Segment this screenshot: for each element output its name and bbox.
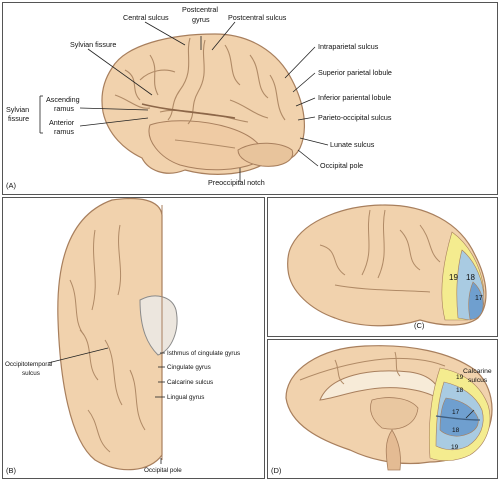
anterior-ramus-label-l1: Anterior xyxy=(49,118,75,127)
area-19-bottom-label-d: 19 xyxy=(451,444,459,451)
panel-a-labels: Central sulcus Postcentral gyrus Postcen… xyxy=(6,5,392,187)
panel-a-brain xyxy=(101,33,305,175)
panel-b-leaders xyxy=(47,347,165,464)
lateral-brain-small xyxy=(287,204,487,327)
inferior-brain-illustration xyxy=(57,197,163,471)
parieto-occipital-sulcus-label: Parieto-occipital sulcus xyxy=(318,113,392,122)
cingulate-gyrus-label: Cingulate gyrus xyxy=(167,364,211,371)
ascending-ramus-label-l1: Ascending xyxy=(46,95,80,104)
central-sulcus-label: Central sulcus xyxy=(123,13,169,22)
panel-c-brain xyxy=(287,204,487,327)
calcarine-sulcus-label-d-l1: Calcarine xyxy=(463,368,492,375)
area-17-label-c: 17 xyxy=(475,295,483,302)
panel-d-tag: (D) xyxy=(271,466,282,475)
panel-c-tag: (C) xyxy=(414,321,425,330)
panel-d-leaders xyxy=(465,409,475,419)
panel-b-labels: Occipitotemporal sulcus Isthmus of cingu… xyxy=(5,350,240,474)
cerebellum-shape xyxy=(237,142,294,167)
area-19-top-label-d: 19 xyxy=(456,374,464,381)
sylvian-fissure-line xyxy=(141,103,236,119)
panel-c-area-labels: 19 18 17 xyxy=(449,273,483,302)
brainstem-medial xyxy=(385,429,401,471)
panel-d-area-labels: 19 18 17 18 19 xyxy=(451,374,464,451)
panel-a-tag: (A) xyxy=(6,181,17,190)
lingual-gyrus-label: Lingual gyrus xyxy=(167,394,204,401)
area-17-lateral xyxy=(468,281,484,320)
panel-b-brain xyxy=(57,197,178,471)
medial-sulci xyxy=(299,351,446,385)
calcarine-sulcus-label-d-l2: sulcus xyxy=(468,377,488,384)
thalamus-region xyxy=(370,397,419,430)
inferior-sulci xyxy=(69,224,146,453)
sylvian-group-label-l2: fissure xyxy=(8,114,29,123)
ascending-ramus-label-l2: ramus xyxy=(54,104,74,113)
panel-a-leaders xyxy=(39,21,329,182)
occipital-pole-label-b: Occipital pole xyxy=(144,467,182,474)
postcentral-gyrus-label-l1: Postcentral xyxy=(182,5,218,14)
area-18-bottom-label-d: 18 xyxy=(452,427,460,434)
sylvian-fissure-label: Sylvian fissure xyxy=(70,40,116,49)
superior-parietal-lobule-label: Superior parietal lobule xyxy=(318,68,392,77)
sylvian-group-label-l1: Sylvian xyxy=(6,105,29,114)
calcarine-sulcus-line-d xyxy=(435,415,481,421)
isthmus-cingulate-label: Isthmus of cingulate gyrus xyxy=(167,350,240,357)
panel-b-tag: (B) xyxy=(6,466,17,475)
area-18-top-label-d: 18 xyxy=(456,387,464,394)
occipital-pole-label: Occipital pole xyxy=(320,161,363,170)
area-17-label-d: 17 xyxy=(452,409,460,416)
intraparietal-sulcus-label: Intraparietal sulcus xyxy=(318,42,379,51)
area-17-medial xyxy=(439,397,479,437)
panel-d-brain xyxy=(285,345,493,471)
anterior-ramus-label-l2: ramus xyxy=(54,127,74,136)
occipitotemporal-sulcus-label-l1: Occipitotemporal xyxy=(5,361,52,368)
lunate-sulcus-label: Lunate sulcus xyxy=(330,140,375,149)
lateral-small-sulci xyxy=(319,209,441,293)
preoccipital-notch-label: Preoccipital notch xyxy=(208,178,265,187)
postcentral-sulcus-label: Postcentral sulcus xyxy=(228,13,287,22)
area-18-label-c: 18 xyxy=(466,273,475,282)
calcarine-sulcus-label-b: Calcarine sulcus xyxy=(167,379,213,386)
occipitotemporal-sulcus-label-l2: sulcus xyxy=(22,370,40,377)
panel-d-labels: Calcarine sulcus xyxy=(463,368,492,384)
area-19-label-c: 19 xyxy=(449,273,458,282)
inferior-parietal-lobule-label: Inferior pariental lobule xyxy=(318,93,391,102)
postcentral-gyrus-label-l2: gyrus xyxy=(192,15,210,24)
